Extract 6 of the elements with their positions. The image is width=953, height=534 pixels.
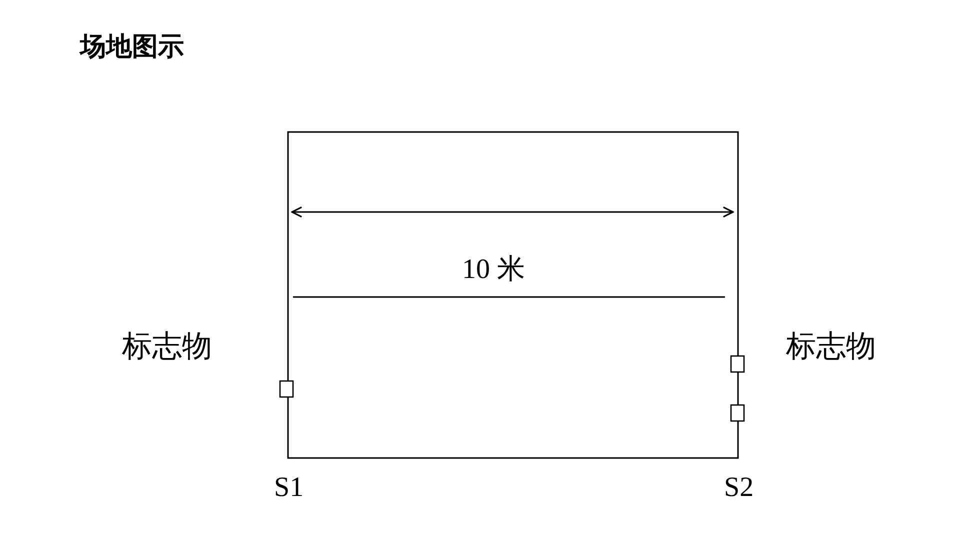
dimension-label: 10 米 (462, 256, 525, 284)
marker-label: 标志物 (122, 332, 212, 362)
diagram-title: 场地图示 (80, 34, 184, 60)
point-label: S1 (274, 474, 304, 502)
point-label: S2 (724, 474, 754, 502)
marker-label: 标志物 (786, 332, 876, 362)
